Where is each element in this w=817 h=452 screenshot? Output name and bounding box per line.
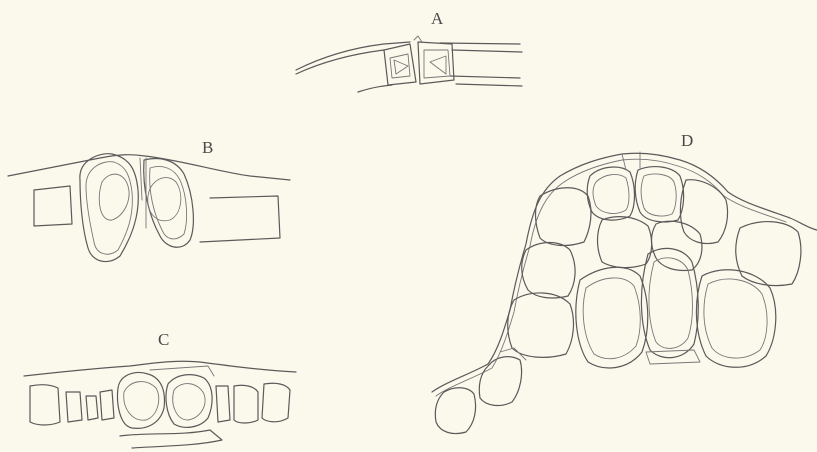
figure-b-drawing [8, 154, 290, 262]
figure-d-drawing [432, 152, 817, 434]
figure-c-drawing [24, 361, 296, 448]
figure-a-drawing [296, 36, 522, 92]
